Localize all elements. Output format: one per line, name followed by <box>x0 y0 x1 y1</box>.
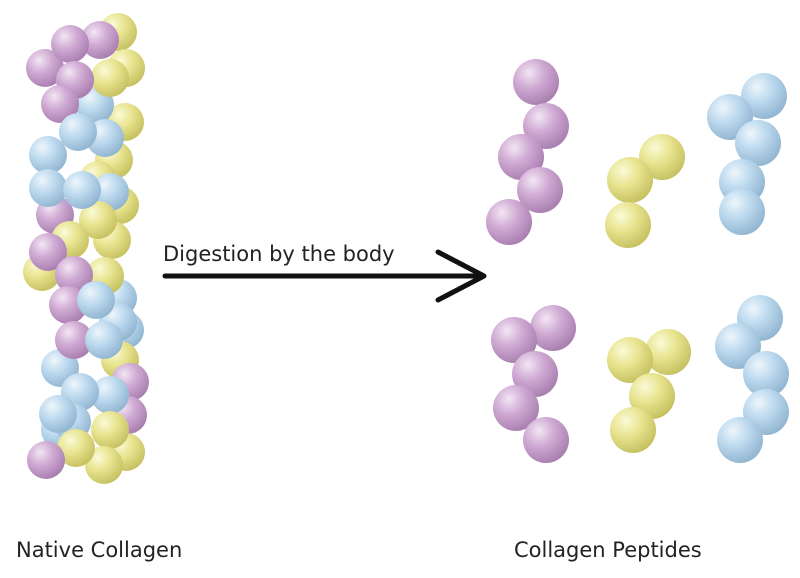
purple-sphere <box>491 317 537 363</box>
yellow-sphere <box>85 446 123 484</box>
blue-sphere <box>715 323 761 369</box>
blue-sphere <box>77 281 115 319</box>
blue-sphere <box>717 417 763 463</box>
purple-sphere <box>517 167 563 213</box>
yellow-sphere <box>91 411 129 449</box>
blue-sphere <box>39 395 77 433</box>
collagen-peptides-caption: Collagen Peptides <box>514 538 702 562</box>
purple-sphere <box>55 321 93 359</box>
blue-sphere <box>29 136 67 174</box>
yellow-sphere <box>79 201 117 239</box>
digestion-arrow <box>162 249 487 303</box>
purple-sphere <box>523 417 569 463</box>
yellow-sphere <box>629 373 675 419</box>
yellow-sphere <box>607 157 653 203</box>
yellow-sphere <box>91 59 129 97</box>
blue-sphere <box>741 73 787 119</box>
purple-sphere <box>486 199 532 245</box>
purple-sphere <box>513 59 559 105</box>
purple-sphere <box>51 25 89 63</box>
blue-sphere <box>63 171 101 209</box>
native-collagen-caption: Native Collagen <box>16 538 183 562</box>
yellow-sphere <box>607 337 653 383</box>
purple-sphere <box>523 103 569 149</box>
purple-sphere <box>512 351 558 397</box>
purple-sphere <box>41 85 79 123</box>
yellow-sphere <box>610 407 656 453</box>
purple-sphere <box>55 256 93 294</box>
blue-sphere <box>91 376 129 414</box>
digestion-label: Digestion by the body <box>163 242 395 266</box>
purple-sphere <box>29 233 67 271</box>
native-collagen-helix <box>23 13 149 484</box>
blue-sphere <box>719 189 765 235</box>
purple-sphere <box>49 286 87 324</box>
blue-sphere <box>85 321 123 359</box>
yellow-sphere <box>57 429 95 467</box>
yellow-sphere <box>645 329 691 375</box>
purple-sphere <box>493 385 539 431</box>
blue-sphere <box>743 351 789 397</box>
yellow-sphere <box>605 202 651 248</box>
purple-sphere <box>530 305 576 351</box>
purple-sphere <box>26 49 64 87</box>
collagen-peptides-group <box>486 59 789 463</box>
yellow-sphere <box>639 134 685 180</box>
arrow-head <box>435 249 487 303</box>
purple-sphere <box>27 441 65 479</box>
blue-sphere <box>29 169 67 207</box>
purple-sphere <box>81 21 119 59</box>
blue-sphere <box>59 113 97 151</box>
blue-sphere <box>735 120 781 166</box>
